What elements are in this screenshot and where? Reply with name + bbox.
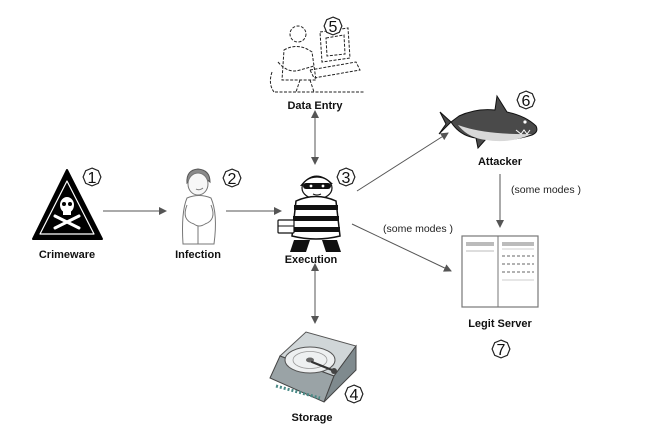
- step-number-2: 2: [228, 171, 237, 188]
- node-data-entry: 5 Data Entry: [269, 16, 365, 112]
- hard-drive-icon: [269, 331, 357, 403]
- node-attacker: 6 Attacker: [438, 90, 538, 168]
- step-number-3: 3: [342, 170, 351, 187]
- step-badge-3: 3: [336, 167, 356, 187]
- node-label-execution: Execution: [285, 254, 338, 266]
- node-label-legit-server: Legit Server: [468, 318, 532, 330]
- step-badge-7: 7: [491, 339, 511, 359]
- node-label-crimeware: Crimeware: [39, 249, 95, 261]
- step-number-1: 1: [88, 170, 97, 187]
- edge-execution-server: [351, 223, 452, 272]
- step-badge-1: 1: [82, 167, 102, 187]
- node-crimeware: 1 Crimeware: [32, 167, 103, 261]
- server-icon: [461, 235, 539, 308]
- step-number-7: 7: [497, 342, 506, 359]
- step-badge-2: 2: [222, 168, 242, 188]
- burglar-icon: [277, 175, 341, 252]
- node-legit-server: Legit Server 7: [461, 235, 539, 359]
- node-execution: 3 Execution: [277, 167, 356, 266]
- node-label-attacker: Attacker: [478, 156, 523, 168]
- edge-note-execution-server: (some modes ): [383, 223, 453, 235]
- step-badge-4: 4: [344, 384, 364, 404]
- step-number-6: 6: [522, 93, 531, 110]
- node-label-storage: Storage: [292, 412, 333, 424]
- hazard-skull-icon: [32, 169, 103, 240]
- node-label-data-entry: Data Entry: [287, 100, 343, 112]
- step-badge-5: 5: [323, 16, 343, 36]
- node-label-infection: Infection: [175, 249, 221, 261]
- step-number-4: 4: [350, 387, 359, 404]
- step-badge-6: 6: [516, 90, 536, 110]
- edge-note-attacker-server: (some modes ): [511, 184, 581, 196]
- step-number-5: 5: [329, 19, 338, 36]
- edge-execution-attacker: [356, 132, 449, 192]
- shark-icon: [438, 94, 538, 150]
- node-storage: 4 Storage: [269, 331, 364, 424]
- infected-person-icon: [182, 168, 216, 245]
- node-infection: 2 Infection: [175, 168, 242, 261]
- user-at-computer-icon: [269, 25, 365, 93]
